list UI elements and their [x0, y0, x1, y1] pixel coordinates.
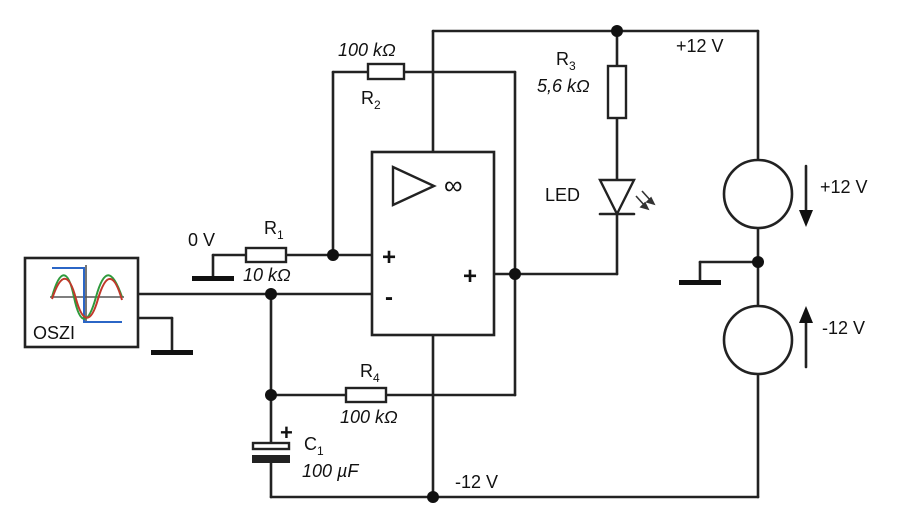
r1-label: R1 [264, 218, 284, 242]
amplifier-triangle-icon [391, 165, 437, 207]
led-label: LED [545, 185, 580, 205]
negative-rail-label: -12 V [455, 472, 498, 492]
r2-label: R2 [361, 88, 381, 112]
r4-value: 100 kΩ [340, 407, 398, 427]
r3-value: 5,6 kΩ [537, 76, 590, 96]
ground-symbol-oszi [151, 350, 193, 355]
resistor-r2 [366, 62, 406, 81]
r3-label: R3 [556, 49, 576, 73]
op-amp-output-sign: + [463, 263, 477, 290]
oscilloscope: OSZI [23, 256, 140, 349]
source-bottom-label: -12 V [822, 318, 865, 338]
source-top-label: +12 V [820, 177, 868, 197]
positive-rail-label: +12 V [676, 36, 724, 56]
c1-value: 100 µF [302, 461, 359, 481]
ground-symbol-sources [679, 280, 721, 285]
c1-label: C1 [304, 434, 324, 458]
op-amp: ∞ + - + [370, 150, 496, 337]
op-amp-gain-symbol: ∞ [444, 170, 463, 200]
r2-value: 100 kΩ [338, 40, 396, 60]
junctions [265, 25, 764, 503]
led-triangle-icon [598, 178, 636, 217]
capacitor-c1 [251, 441, 291, 463]
waveform-icon [50, 265, 124, 323]
op-amp-minus-input: - [385, 284, 393, 311]
resistor-r3 [606, 64, 628, 120]
ground-symbol-0v [192, 276, 234, 281]
light-emission-arrows-icon [635, 190, 656, 211]
resistor-r4 [344, 386, 388, 404]
arrow-up-icon [799, 306, 813, 323]
r4-label: R4 [360, 361, 380, 385]
voltage-source-top [722, 158, 813, 230]
op-amp-plus-input: + [382, 244, 396, 271]
resistor-r1 [244, 246, 288, 264]
voltage-source-bottom [722, 304, 813, 376]
oszi-label: OSZI [33, 323, 75, 343]
r1-value: 10 kΩ [243, 265, 291, 285]
led-diode [598, 178, 656, 217]
c1-polarity: + [280, 420, 293, 445]
ground-0v-label: 0 V [188, 230, 215, 250]
arrow-down-icon [799, 210, 813, 227]
